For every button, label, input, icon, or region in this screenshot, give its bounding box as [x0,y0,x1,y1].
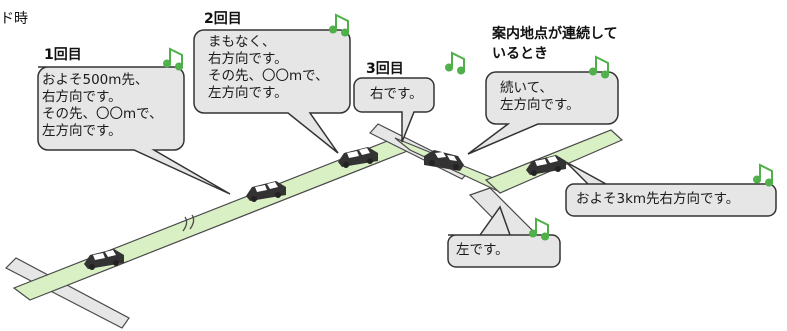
callout-bubble-second [193,29,351,154]
callout-line: 右方向です。 [42,89,122,105]
car-icon [338,147,378,168]
voice-icons [163,13,773,241]
callout-line: その先、〇〇mで、 [208,68,329,84]
callout-title-continuous: 案内地点が連続して いるとき [492,26,618,62]
callout-title-third: 3回目 [366,61,404,77]
edge-label: ド時 [0,11,28,27]
music-note-icon [753,163,773,187]
callout-line: その先、〇〇mで、 [42,106,163,122]
callout-title-first: 1回目 [44,47,82,63]
callout-line: およそ3km先右方向です。 [576,191,740,207]
car-icon [84,249,124,270]
callout-line: 続いて、 [500,80,553,96]
callout-line: 右です。 [370,86,423,102]
callout-bubble-first [37,66,231,195]
callout-title-second: 2回目 [204,11,242,27]
car-icon [424,150,464,171]
music-note-icon [163,47,183,71]
callout-bubble-third [353,77,435,143]
callout-line: まもなく、 [208,34,276,50]
music-note-icon [329,13,349,37]
car-icon [246,181,286,202]
callouts [37,29,777,268]
music-note-icon [529,217,549,241]
music-note-icon [589,55,609,79]
callout-line: およそ500m先、 [42,72,149,88]
road-network [4,123,624,329]
road-break-mark [182,214,195,232]
cars [84,147,566,270]
callout-line: 右方向です。 [208,51,288,67]
callout-line: 左です。 [456,242,509,258]
callout-bubble-continuous [467,71,619,155]
callout-line: 左方向です。 [42,123,122,139]
callout-bubble-left [447,205,561,268]
callout-line: 左方向です。 [208,85,288,101]
music-note-icon [445,51,465,75]
car-icon [526,155,566,176]
cross-road-start [4,257,130,329]
callout-line: 左方向です。 [500,97,580,113]
